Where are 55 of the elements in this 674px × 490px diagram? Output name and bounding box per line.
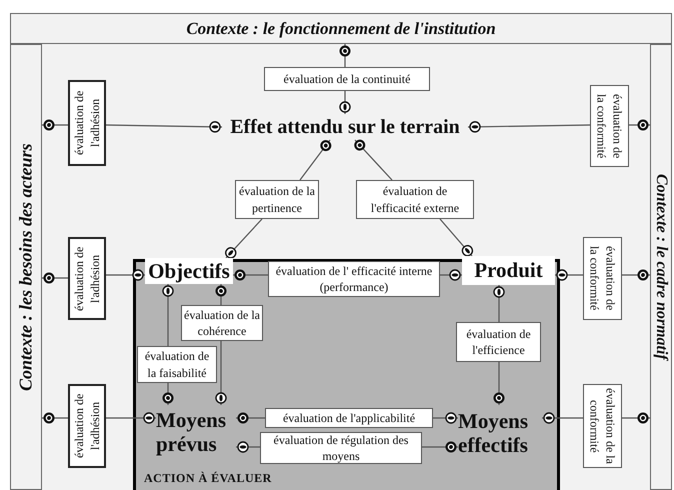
connector bbox=[622, 412, 650, 424]
connector bbox=[542, 412, 583, 424]
evaluation-box: évaluation de l' efficacité interne (performance) bbox=[268, 261, 440, 297]
concept-label: Moyens effectifs bbox=[458, 405, 542, 461]
connector bbox=[42, 412, 68, 424]
evaluation-box: évaluation de la conformité bbox=[583, 237, 622, 320]
connector bbox=[106, 269, 145, 281]
connector bbox=[492, 362, 506, 405]
connector bbox=[236, 441, 260, 453]
connector bbox=[42, 272, 68, 284]
concept-label: Effet attendu sur le terrain bbox=[222, 114, 468, 140]
connector bbox=[622, 268, 650, 282]
connector bbox=[338, 44, 352, 67]
context-column: Contexte : le cadre normatif bbox=[650, 44, 672, 490]
evaluation-box: évaluation de régulation des moyens bbox=[260, 432, 422, 464]
connector bbox=[233, 268, 268, 282]
evaluation-box: évaluation de la conformité bbox=[583, 384, 622, 468]
connector bbox=[225, 218, 262, 259]
evaluation-box: évaluation de la conformité bbox=[590, 85, 629, 167]
connector bbox=[214, 284, 228, 305]
connector bbox=[236, 412, 265, 424]
connector bbox=[493, 285, 505, 322]
connector bbox=[440, 218, 474, 256]
concept-label: Moyens prévus bbox=[156, 405, 236, 459]
connector bbox=[468, 121, 590, 133]
concept-label: Objectifs bbox=[145, 258, 233, 284]
evaluation-box: évaluation de l'efficience bbox=[456, 322, 541, 362]
evaluation-box: évaluation de la continuité bbox=[264, 67, 430, 91]
evaluation-box: évaluation de l'adhésion bbox=[68, 237, 106, 320]
evaluation-box: évaluation de la faisabilité bbox=[137, 346, 217, 383]
connector bbox=[629, 118, 650, 132]
connector bbox=[555, 269, 583, 281]
evaluation-box: évaluation de l'applicabilité bbox=[265, 408, 433, 428]
connector bbox=[106, 121, 222, 133]
connector bbox=[162, 383, 174, 405]
evaluation-box: évaluation de l'efficacité externe bbox=[356, 180, 474, 219]
connector bbox=[440, 269, 462, 281]
concept-label: Produit bbox=[462, 256, 555, 285]
connector bbox=[300, 139, 332, 180]
connector bbox=[215, 341, 227, 405]
action-panel bbox=[133, 259, 560, 490]
evaluation-box: évaluation de la cohérence bbox=[181, 305, 263, 341]
context-band: Contexte : le fonctionnement de l'institution bbox=[10, 13, 672, 44]
connector bbox=[106, 412, 156, 424]
evaluation-box: évaluation de la pertinence bbox=[235, 180, 319, 219]
connector bbox=[433, 412, 458, 424]
connector bbox=[162, 284, 174, 346]
context-column: Contexte : les besoins des acteurs bbox=[10, 44, 42, 490]
connector bbox=[42, 118, 68, 132]
connector bbox=[422, 440, 458, 454]
connector bbox=[339, 91, 351, 114]
connector bbox=[354, 139, 392, 180]
panel-title: ACTION À ÉVALUER bbox=[144, 471, 272, 486]
evaluation-box: évaluation de l'adhésion bbox=[68, 80, 106, 166]
evaluation-box: évaluation de l'adhésion bbox=[68, 384, 106, 468]
